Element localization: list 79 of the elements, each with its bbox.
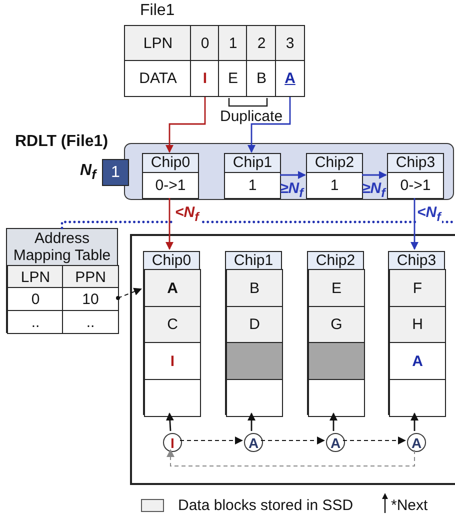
- table-cell: 3: [275, 25, 305, 62]
- empty-block: [144, 378, 201, 416]
- empty-block: [308, 378, 365, 416]
- chip-header: Chip3: [389, 252, 444, 270]
- table-cell: E: [308, 269, 365, 307]
- chip-entry: [387, 153, 444, 199]
- arrow: [260, 436, 325, 444]
- chip-column: [388, 251, 445, 415]
- arrow: [362, 171, 387, 179]
- chip-value: 1: [247, 176, 258, 196]
- chip-column: [143, 251, 200, 415]
- chip-header: Chip1: [226, 252, 281, 270]
- arrow: [410, 198, 418, 250]
- arrow: [116, 288, 142, 300]
- empty-block: [226, 378, 283, 416]
- bracket-label: Duplicate: [220, 108, 283, 125]
- table-cell: A: [389, 342, 446, 380]
- arrow: [248, 97, 291, 153]
- table-cell: F: [389, 269, 446, 307]
- table-cell: C: [144, 306, 201, 344]
- chip-column: [307, 251, 364, 415]
- table-cell: E: [218, 60, 248, 97]
- table-cell: LPN: [124, 25, 192, 62]
- arrow: [280, 171, 306, 179]
- chip-header: Chip1: [225, 154, 280, 173]
- legend-text: *Next: [391, 497, 428, 514]
- ssd-box: [130, 234, 455, 485]
- table-cell: 10: [62, 287, 119, 312]
- table-cell: A: [144, 269, 201, 307]
- chip-header: Chip2: [307, 154, 362, 173]
- table-cell: PPN: [62, 265, 119, 289]
- table-cell: G: [308, 306, 365, 344]
- pointer-circle: I: [163, 433, 182, 452]
- chip-column: [225, 251, 282, 415]
- table-cell: ..: [62, 310, 119, 334]
- chip-entry: [224, 153, 281, 199]
- empty-block: [389, 378, 446, 416]
- chip-header: Chip3: [388, 154, 443, 173]
- table-cell: I: [144, 342, 201, 380]
- table-cell: B: [246, 60, 277, 97]
- legend-text: Data blocks stored in SSD: [178, 497, 354, 514]
- table-cell: B: [226, 269, 283, 307]
- table-cell: H: [389, 306, 446, 344]
- data-table: [124, 4, 305, 97]
- invalid-block: [308, 342, 365, 380]
- invalid-block: [226, 342, 283, 380]
- pointer-circle: A: [244, 433, 263, 452]
- arrow: [330, 412, 338, 431]
- arrow: [248, 412, 256, 431]
- table-cell: DATA: [124, 60, 192, 97]
- chip-value: 1: [329, 176, 340, 196]
- arrow: [166, 97, 206, 153]
- chip-header: Chip2: [308, 252, 363, 270]
- arrow: [342, 436, 406, 444]
- arrow: [166, 412, 174, 432]
- chip-header: Chip0: [144, 252, 199, 270]
- panel-title: RDLT (File1): [15, 133, 108, 151]
- table-cell: D: [226, 306, 283, 344]
- edge-label: <N$_{f}$: [174, 204, 200, 224]
- chip-entry: [142, 153, 199, 199]
- pointer-circle: A: [326, 433, 345, 452]
- edge-label: <N$_{f}$: [416, 204, 442, 224]
- arrow: [166, 449, 415, 466]
- table-cell: ..: [7, 310, 64, 334]
- chip-value: 0->1: [154, 176, 187, 196]
- arrow: [410, 412, 418, 431]
- arrow: [180, 436, 243, 444]
- counter-box: 1: [102, 159, 129, 186]
- chip-entry: [306, 153, 363, 199]
- counter-label: N$_{f}$: [80, 162, 96, 182]
- chip-value: 0->1: [399, 176, 432, 196]
- table-title: File1: [140, 2, 175, 20]
- table-header: Address Mapping Table: [7, 229, 117, 266]
- arrow: [166, 198, 174, 250]
- pointer-circle: A: [407, 433, 426, 452]
- mapping-table: [6, 228, 118, 333]
- table-cell: A: [275, 60, 305, 97]
- table-cell: I: [190, 60, 220, 97]
- chip-header: Chip0: [143, 154, 198, 173]
